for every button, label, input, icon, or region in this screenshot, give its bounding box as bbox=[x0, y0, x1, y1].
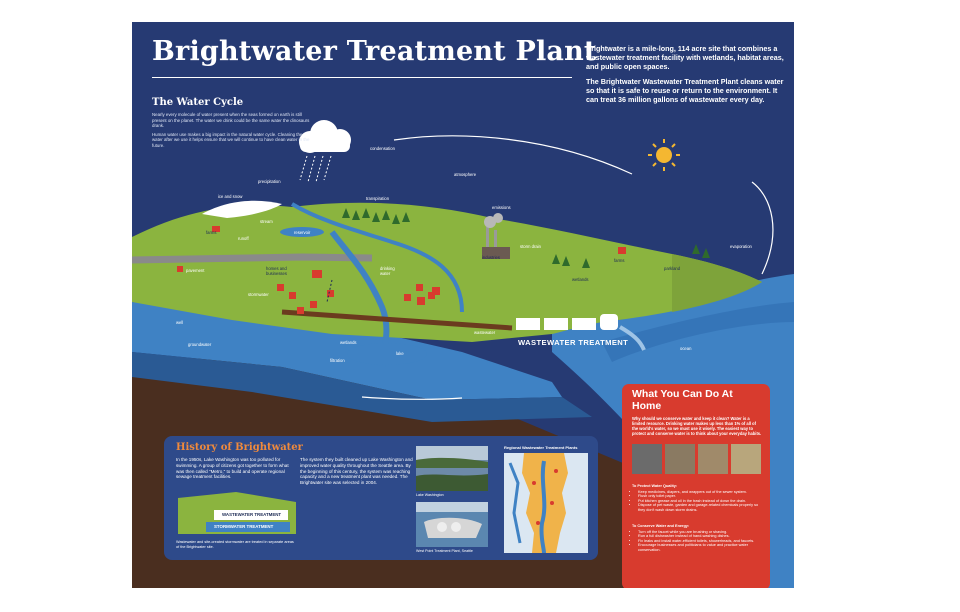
site-diagram-stormwater-label: STORMWATER TREATMENT bbox=[214, 524, 274, 529]
site-diagram-caption: Wastewater and site-created stormwater a… bbox=[176, 540, 294, 549]
action-photos bbox=[632, 444, 762, 474]
drain-photo bbox=[632, 444, 662, 474]
label-wetlands-right: wetlands bbox=[572, 277, 589, 282]
label-lake: lake bbox=[396, 351, 404, 356]
quality-item: Put kitchen grease and oil in the trash … bbox=[638, 499, 762, 504]
wastewater-pipe bbox=[281, 309, 513, 331]
label-industries: industries bbox=[482, 255, 500, 260]
label-well: well bbox=[176, 320, 184, 325]
lake-washington-photo bbox=[416, 446, 488, 491]
quality-item: Flush only toilet paper. bbox=[638, 494, 762, 499]
groundwater-band bbox=[132, 302, 562, 400]
label-wetlands-lower: wetlands bbox=[340, 340, 357, 345]
quality-item: Dispose of pet waste, garden and garage-… bbox=[638, 503, 762, 512]
label-wastewater: wastewater bbox=[474, 330, 496, 335]
label-drinking-water: drinking water bbox=[380, 266, 395, 276]
houses bbox=[177, 226, 626, 314]
site-diagram bbox=[178, 492, 296, 534]
conserve-item: Turn off the faucet while you are brushi… bbox=[638, 530, 762, 535]
label-ocean: ocean bbox=[680, 346, 692, 351]
history-title: History of Brightwater bbox=[176, 442, 303, 453]
map-title: Regional Wastewater Treatment Plants bbox=[504, 445, 578, 450]
what-you-can-do-panel: What You Can Do At Home Why should we co… bbox=[622, 384, 770, 588]
conserve-item: Fix leaks and install water-efficient to… bbox=[638, 539, 762, 544]
title-divider bbox=[152, 77, 572, 78]
west-point-plant-photo bbox=[416, 502, 488, 547]
condensation-arrow bbox=[393, 135, 633, 175]
intro-paragraph-2: The Brightwater Wastewater Treatment Pla… bbox=[586, 76, 784, 105]
intro-text: Brightwater is a mile-long, 114 acre sit… bbox=[586, 44, 786, 109]
conserve-section: To Conserve Water and Energy: Turn off t… bbox=[632, 524, 762, 553]
label-groundwater: groundwater bbox=[188, 342, 212, 347]
label-precipitation: precipitation bbox=[258, 179, 281, 184]
trees bbox=[342, 208, 710, 268]
treatment-tanks bbox=[516, 314, 618, 330]
site-diagram-wastewater-label: WASTEWATER TREATMENT bbox=[222, 512, 282, 517]
poster: Brightwater Treatment Plant Brightwater … bbox=[132, 22, 794, 588]
conserve-item: Run a full dishwasher instead of hand-wa… bbox=[638, 534, 762, 539]
snow-cap bbox=[202, 200, 282, 218]
label-parkland: parkland bbox=[664, 266, 681, 271]
stream bbox=[290, 202, 464, 313]
label-homes: homes and businesses bbox=[266, 266, 287, 276]
intro-paragraph-1: Brightwater is a mile-long, 114 acre sit… bbox=[586, 44, 784, 72]
label-farms-right: farms bbox=[614, 258, 625, 263]
label-storm-drain: storm drain bbox=[520, 244, 541, 249]
sun-icon bbox=[648, 139, 680, 171]
water-cycle-paragraph-1: Nearly every molecule of water present w… bbox=[152, 112, 310, 129]
label-filtration: filtration bbox=[330, 358, 345, 363]
pan-grease-photo bbox=[665, 444, 695, 474]
history-paragraph-2: The system they built cleaned up Lake Wa… bbox=[300, 457, 413, 486]
water-cycle-heading: The Water Cycle bbox=[152, 97, 244, 108]
label-farms-left: farms bbox=[206, 230, 217, 235]
water-quality-section: To Protect Water Quality: Keep medicines… bbox=[632, 484, 762, 513]
label-emissions: emissions bbox=[492, 205, 511, 210]
label-pavement: pavement bbox=[186, 268, 205, 273]
photo-caption-west-point: West Point Treatment Plant, Seattle bbox=[416, 549, 473, 553]
reservoir bbox=[280, 227, 324, 237]
evaporation-arrow bbox=[751, 181, 774, 275]
label-stormwater: stormwater bbox=[248, 292, 269, 297]
label-wastewater-treatment: WASTEWATER TREATMENT bbox=[518, 338, 629, 347]
cloud bbox=[299, 120, 351, 153]
water-cycle-paragraph-2: Human water use makes a big impact in th… bbox=[152, 131, 310, 148]
faucet-photo bbox=[731, 444, 761, 474]
industry-building bbox=[482, 247, 510, 259]
label-transpiration: transpiration bbox=[366, 196, 390, 201]
label-condensation: condensation bbox=[370, 146, 395, 151]
label-runoff: runoff bbox=[238, 236, 249, 241]
action-title: What You Can Do At Home bbox=[632, 388, 733, 412]
rain bbox=[299, 155, 332, 183]
label-atmosphere: atmosphere bbox=[454, 172, 477, 177]
poster-title: Brightwater Treatment Plant bbox=[152, 36, 597, 67]
lake bbox=[347, 343, 427, 365]
conserve-item: Encourage businesses and politicians to … bbox=[638, 543, 762, 552]
bucket-photo bbox=[698, 444, 728, 474]
label-evaporation: evaporation bbox=[730, 244, 752, 249]
quality-item: Keep medicines, diapers, and wrappers ou… bbox=[638, 490, 762, 495]
water-cycle-text: Nearly every molecule of water present w… bbox=[152, 112, 310, 152]
action-intro: Why should we conserve water and keep it… bbox=[632, 416, 762, 436]
conserve-heading: To Conserve Water and Energy: bbox=[632, 524, 690, 528]
water-quality-heading: To Protect Water Quality: bbox=[632, 484, 678, 488]
history-paragraph-1: In the 1950s, Lake Washington was too po… bbox=[176, 457, 289, 480]
photo-caption-lake-washington: Lake Washington bbox=[416, 493, 444, 497]
regional-map bbox=[504, 453, 588, 553]
label-stream: stream bbox=[260, 219, 273, 224]
history-panel: History of Brightwater In the 1950s, Lak… bbox=[164, 436, 598, 560]
label-ice-and-snow: ice and snow bbox=[218, 194, 243, 199]
label-reservoir: reservoir bbox=[294, 230, 311, 235]
